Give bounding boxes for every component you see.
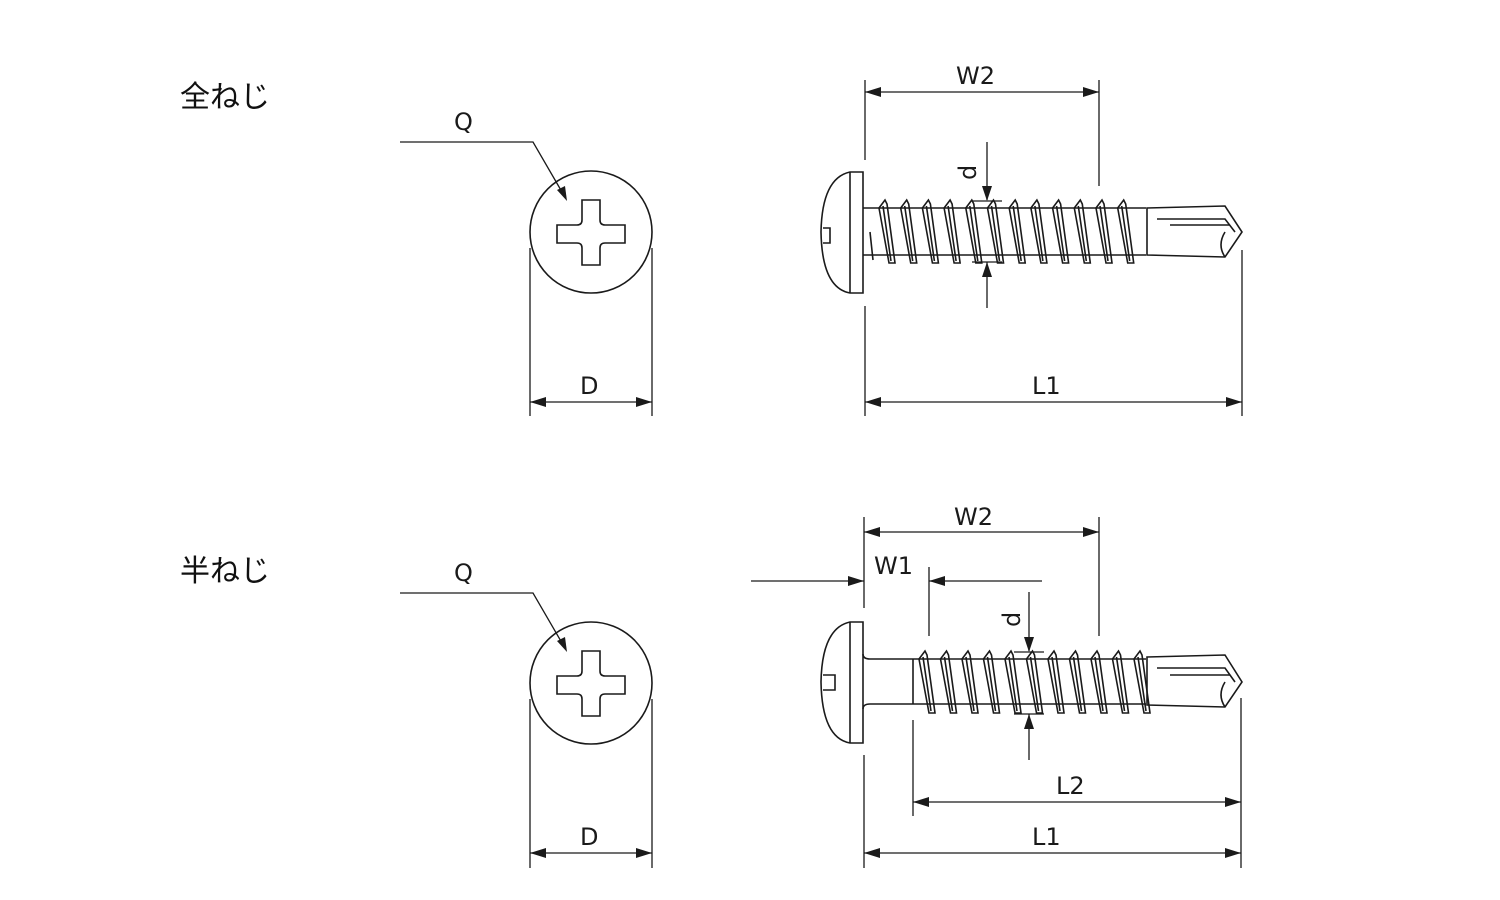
label-d-thread: d [998,612,1026,627]
thread-crest [1116,198,1135,264]
arrow-icon [865,397,881,407]
arrow-icon [1024,637,1034,652]
label-w2: W2 [956,62,995,90]
arrow-icon [1225,797,1241,807]
thread-crest [1090,649,1108,714]
thread-crest [939,649,958,714]
thread-crest [1068,649,1087,714]
thread-crest [918,649,936,714]
section-title: 半ねじ [180,554,270,589]
arrow-icon [982,262,992,277]
label-l1: L1 [1032,823,1061,851]
arrow-icon [636,397,652,407]
head-top-view: Q D [400,559,653,868]
screw-side-view [820,171,1243,294]
phillips-recess-icon [529,621,653,745]
thread-crest [921,198,940,264]
arrow-icon [636,848,652,858]
arrow-icon [1226,397,1242,407]
thread-crest [986,198,1005,264]
arrow-icon [864,848,880,858]
thread-crest [943,198,962,264]
thread-crest [1051,198,1070,264]
label-q: Q [454,108,473,136]
thread-crest [1004,649,1022,714]
arrow-icon [557,637,567,652]
screw-side-view [820,621,1243,744]
label-d: D [580,372,598,400]
thread-crest [982,649,1001,714]
thread-crest [1095,198,1113,264]
label-l2: L2 [1056,772,1085,800]
thread-crest [1030,198,1048,264]
thread-crest [899,198,918,264]
leader-q [400,592,563,644]
label-d-thread: d [954,165,982,180]
label-w2: W2 [954,503,993,531]
thread-crest [1133,649,1151,714]
arrow-icon [913,797,929,807]
leader-q [400,141,563,193]
arrow-icon [557,186,567,201]
thread-crest [878,198,896,264]
thread-crest [1008,198,1027,264]
arrow-icon [848,576,864,586]
thread-crest [1073,198,1092,264]
label-w1: W1 [874,552,913,580]
arrow-icon [929,576,945,586]
thread-crest [1047,649,1065,714]
full-thread-section: 全ねじ Q D [180,62,1243,416]
arrow-icon [1083,527,1099,537]
thread-crest [961,649,979,714]
half-thread-section: 半ねじ Q D [180,503,1243,868]
head-top-view: Q D [400,108,653,416]
arrow-icon [1024,714,1034,729]
arrow-icon [530,397,546,407]
label-q: Q [454,559,473,587]
thread-crest [964,198,983,264]
arrow-icon [864,527,880,537]
arrow-icon [530,848,546,858]
arrow-icon [1225,848,1241,858]
label-d: D [580,823,598,851]
arrow-icon [865,87,881,97]
phillips-recess-icon [529,170,653,294]
label-l1: L1 [1032,372,1061,400]
arrow-icon [982,186,992,201]
arrow-icon [1083,87,1099,97]
section-title: 全ねじ [180,80,270,115]
thread-crest [1111,649,1130,714]
